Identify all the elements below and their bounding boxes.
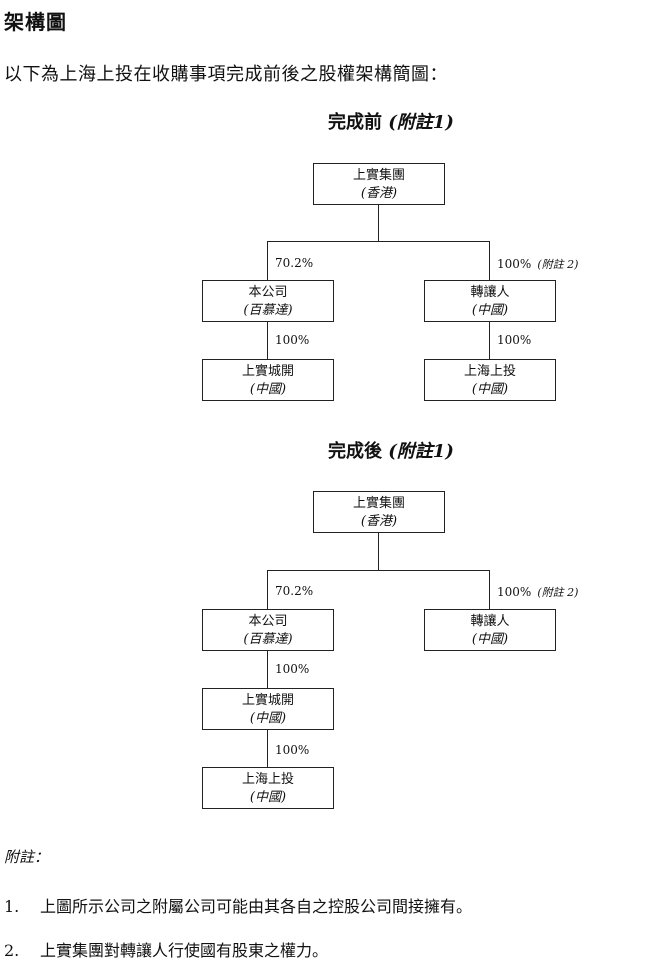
entity-place: (中國) bbox=[249, 382, 287, 397]
note-number: 2. bbox=[4, 941, 20, 960]
entity-place: (中國) bbox=[471, 382, 509, 397]
entity-place: (百慕達) bbox=[243, 632, 293, 647]
entity-name: 上實集團 bbox=[352, 168, 405, 183]
before-entity-sub-city: 上實城開 (中國) bbox=[202, 359, 334, 401]
entity-name: 轉讓人 bbox=[470, 614, 510, 629]
entity-name: 本公司 bbox=[248, 614, 288, 629]
after-pct-company-city: 100% bbox=[275, 662, 310, 676]
after-connector-horizontal bbox=[267, 570, 490, 571]
entity-name: 上海上投 bbox=[463, 364, 516, 379]
diagram-title-before-text: 完成前 bbox=[328, 112, 382, 133]
before-pct-transferor-target: 100% bbox=[497, 333, 532, 347]
after-connector-city-target bbox=[267, 730, 268, 767]
before-pct-parent-transferor: 100% (附註 2) bbox=[497, 256, 578, 272]
entity-place: (中國) bbox=[471, 632, 509, 647]
diagram-title-after-note: (附註1) bbox=[388, 441, 454, 462]
after-pct-parent-transferor: 100% (附註 2) bbox=[497, 584, 578, 600]
before-connector-company-city bbox=[267, 322, 268, 359]
before-connector-transferor-target bbox=[489, 322, 490, 359]
before-entity-target: 上海上投 (中國) bbox=[424, 359, 556, 401]
diagram-title-after-text: 完成後 bbox=[328, 441, 382, 462]
before-pct-company-city: 100% bbox=[275, 333, 310, 347]
before-connector-right-down bbox=[489, 241, 490, 280]
note-item: 1. 上圖所示公司之附屬公司可能由其各自之控股公司間接擁有。 bbox=[4, 893, 472, 917]
entity-name: 上實集團 bbox=[352, 496, 405, 511]
entity-place: (中國) bbox=[471, 303, 509, 318]
after-connector-right-down bbox=[489, 570, 490, 609]
intro-paragraph: 以下為上海上投在收購事項完成前後之股權架構簡圖： bbox=[4, 64, 448, 85]
before-connector-left-down bbox=[267, 241, 268, 280]
entity-name: 轉讓人 bbox=[470, 285, 510, 300]
before-entity-company: 本公司 (百慕達) bbox=[202, 280, 334, 322]
entity-name: 本公司 bbox=[248, 285, 288, 300]
after-entity-target: 上海上投 (中國) bbox=[202, 767, 334, 809]
after-pct-city-target: 100% bbox=[275, 743, 310, 757]
pct-note: (附註 2) bbox=[537, 258, 579, 271]
after-connector-company-city bbox=[267, 651, 268, 688]
after-entity-company: 本公司 (百慕達) bbox=[202, 609, 334, 651]
after-entity-sub-city: 上實城開 (中國) bbox=[202, 688, 334, 730]
entity-name: 上實城開 bbox=[241, 364, 294, 379]
page-heading: 架構圖 bbox=[4, 10, 67, 34]
before-pct-parent-company: 70.2% bbox=[275, 256, 314, 270]
diagram-title-after: 完成後 (附註1) bbox=[328, 437, 454, 463]
entity-place: (香港) bbox=[360, 186, 398, 201]
before-connector-parent-down bbox=[378, 205, 379, 242]
after-connector-left-down bbox=[267, 570, 268, 609]
pct-value: 100% bbox=[497, 257, 532, 271]
entity-place: (香港) bbox=[360, 514, 398, 529]
before-connector-horizontal bbox=[267, 241, 490, 242]
note-text: 上實集團對轉讓人行使國有股東之權力。 bbox=[40, 941, 329, 960]
note-text: 上圖所示公司之附屬公司可能由其各自之控股公司間接擁有。 bbox=[40, 897, 473, 916]
after-entity-parent: 上實集團 (香港) bbox=[313, 491, 445, 533]
after-connector-parent-down bbox=[378, 533, 379, 570]
note-item: 2. 上實集團對轉讓人行使國有股東之權力。 bbox=[4, 937, 328, 961]
entity-place: (中國) bbox=[249, 790, 287, 805]
diagram-title-before-note: (附註1) bbox=[388, 112, 454, 133]
entity-place: (百慕達) bbox=[243, 303, 293, 318]
note-number: 1. bbox=[4, 897, 20, 916]
before-entity-parent: 上實集團 (香港) bbox=[313, 163, 445, 205]
diagram-title-before: 完成前 (附註1) bbox=[328, 108, 454, 134]
pct-value: 100% bbox=[497, 585, 532, 599]
pct-note: (附註 2) bbox=[537, 586, 579, 599]
notes-title: 附註： bbox=[4, 848, 50, 866]
after-entity-transferor: 轉讓人 (中國) bbox=[424, 609, 556, 651]
entity-place: (中國) bbox=[249, 711, 287, 726]
entity-name: 上實城開 bbox=[241, 693, 294, 708]
entity-name: 上海上投 bbox=[241, 772, 294, 787]
before-entity-transferor: 轉讓人 (中國) bbox=[424, 280, 556, 322]
after-pct-parent-company: 70.2% bbox=[275, 584, 314, 598]
